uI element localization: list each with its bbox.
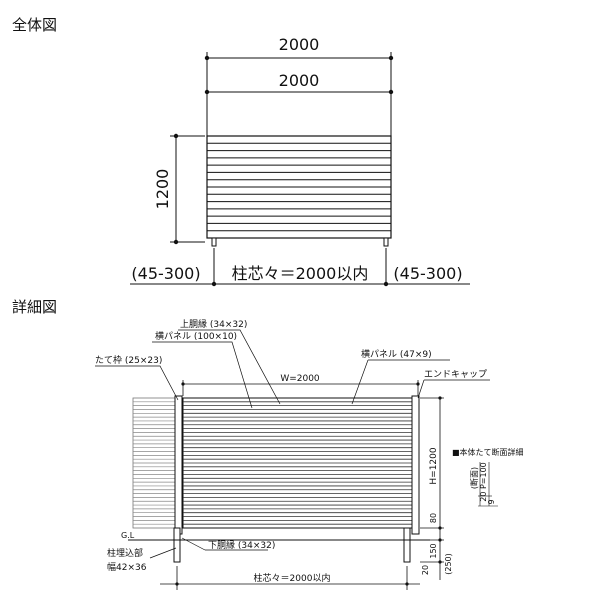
legend-section-marks [478, 462, 498, 507]
detail-title: 詳細図 [12, 298, 58, 316]
detail-dimension-lines [160, 380, 444, 590]
detail-vertical-frame-left [174, 395, 183, 535]
overview-dimension-dots [173, 55, 394, 287]
overview-base-left: (45-300) [131, 264, 200, 283]
label-horizontal-panel-a: 横パネル (100×10) [155, 330, 237, 342]
label-post-center: 柱芯々＝2000以内 [254, 572, 331, 584]
detail-leader-lines [95, 329, 490, 559]
overview-post-left [211, 237, 217, 247]
overview-title: 全体図 [12, 16, 58, 34]
overview-base-right: (45-300) [393, 264, 462, 283]
label-end-cap: エンドキャップ [424, 369, 487, 380]
label-post-embed: 柱埋込部 [107, 547, 143, 559]
legend-title: ■本体たて断面詳細 [452, 447, 524, 457]
detail-post-left [173, 527, 181, 563]
label-dim-150: 150 [429, 543, 438, 558]
label-dim-250: (250) [444, 553, 453, 575]
overview-slats [207, 142, 391, 232]
label-post-width: 幅42×36 [107, 561, 147, 573]
overview-width-inner: 2000 [279, 71, 320, 90]
detail-post-right [403, 527, 411, 563]
label-dim-80: 80 [429, 513, 438, 523]
overview-width-outer: 2000 [279, 35, 320, 54]
label-vertical-frame: たて枠 (25×23) [95, 354, 162, 366]
legend-sub: (断面) [469, 467, 479, 489]
overview-fence [206, 135, 392, 247]
overview-dimension-lines [130, 52, 470, 285]
section-legend: ■本体たて断面詳細 (断面) 20 P=100 9 [452, 447, 524, 507]
overview-height: 1200 [153, 169, 172, 210]
detail-fence [128, 395, 430, 563]
label-width: W=2000 [280, 374, 320, 384]
detail-vertical-frame-right [411, 395, 420, 535]
overview-post-right [383, 237, 389, 247]
label-horizontal-panel-b: 横パネル (47×9) [361, 348, 432, 360]
label-bottom-edge: 下胴縁 (34×32) [208, 539, 275, 551]
label-top-edge: 上胴縁 (34×32) [180, 318, 247, 330]
label-gl: G.L [121, 531, 135, 540]
label-height: H=1200 [429, 447, 439, 484]
legend-pitch: 20 P=100 [479, 462, 488, 502]
overview-base-center: 柱芯々＝2000以内 [232, 264, 369, 283]
legend-nine: 9 [487, 499, 496, 504]
label-dim-20: 20 [421, 565, 430, 575]
detail-dimension-dots [175, 382, 442, 586]
detail-main-slats [183, 401, 418, 525]
